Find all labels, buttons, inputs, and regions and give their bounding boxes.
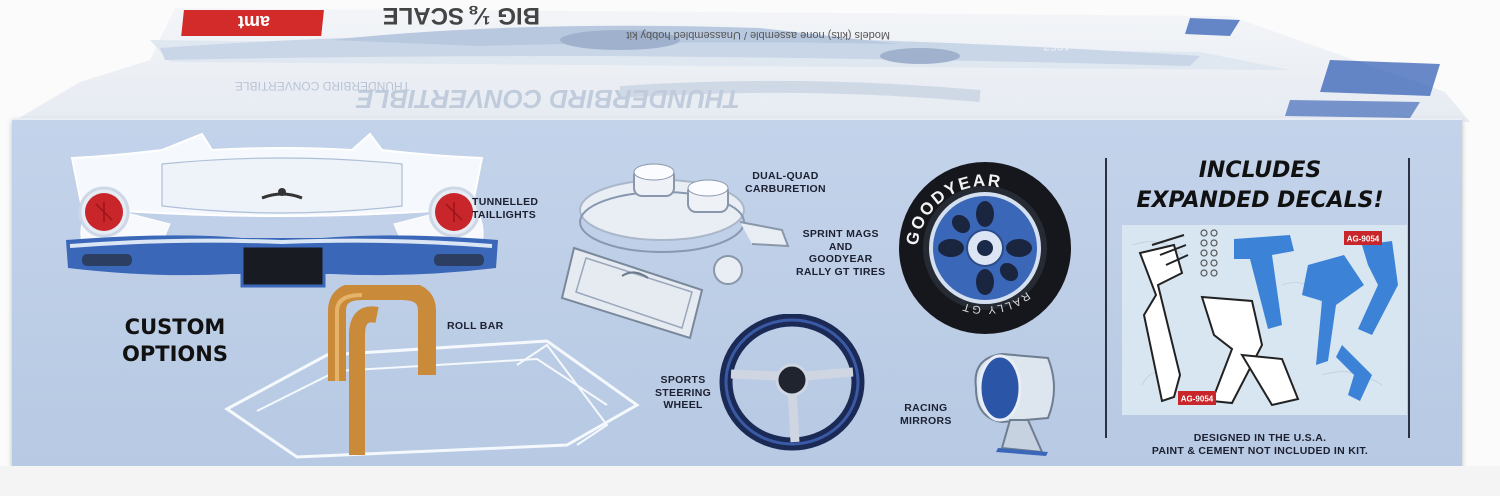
decal-stripe-blue-1 bbox=[1234, 235, 1294, 329]
racing-mirrors-label: RACING MIRRORS bbox=[900, 402, 952, 427]
box-side-panel: TUNNELLED TAILLIGHTS CUSTOM OPTIONS ROLL… bbox=[12, 118, 1462, 470]
decal-plate-bottom-text: AG-9054 bbox=[1181, 395, 1214, 404]
decal-stripe-white-2 bbox=[1200, 295, 1264, 405]
carburetor-illustration bbox=[560, 163, 790, 340]
car-rear-illustration bbox=[66, 132, 498, 288]
custom-options-heading: CUSTOM OPTIONS bbox=[122, 315, 228, 366]
expanded-decals-heading: INCLUDES EXPANDED DECALS! bbox=[1136, 158, 1384, 213]
lid-scale-title: BIG ⅛ SCALE bbox=[383, 2, 540, 29]
decal-plate-bottom bbox=[1178, 391, 1216, 405]
valve-cover-icon bbox=[560, 246, 704, 340]
sprint-mags-label: SPRINT MAGS AND GOODYEAR RALLY GT TIRES bbox=[796, 228, 886, 278]
roll-bar-label: ROLL BAR bbox=[447, 320, 504, 332]
amt-logo: amt bbox=[238, 12, 270, 32]
lid-model-name: THUNDERBIRD CONVERTIBLE bbox=[356, 84, 740, 114]
box-lid: THUNDERBIRD CONVERTIBLE THUNDERBIRD CONV… bbox=[0, 0, 1500, 122]
decal-section-divider-left bbox=[1105, 158, 1107, 438]
tunnelled-taillights-label: TUNNELLED TAILLIGHTS bbox=[472, 196, 539, 221]
kit-footer-note: DESIGNED IN THE U.S.A. PAINT & CEMENT NO… bbox=[1151, 432, 1369, 457]
lid-model-name-small: THUNDERBIRD CONVERTIBLE bbox=[235, 79, 410, 93]
decal-section-divider-right bbox=[1408, 158, 1410, 438]
oil-cap-icon bbox=[713, 255, 743, 285]
lid-year: 1957 bbox=[1043, 39, 1070, 53]
dual-quad-label: DUAL-QUAD CARBURETION bbox=[745, 170, 826, 195]
roll-bar-illustration bbox=[224, 285, 640, 459]
mirror-glass bbox=[978, 354, 1022, 422]
steering-wheel-illustration bbox=[719, 314, 865, 451]
lid-kit-description: Models (kits) none assemble / Unassemble… bbox=[626, 29, 890, 41]
table-surface bbox=[0, 466, 1500, 496]
decal-plate-top bbox=[1344, 231, 1382, 245]
decal-sheet-illustration: AG-9054 AG-9054 bbox=[1122, 225, 1407, 415]
box-lid-artwork: THUNDERBIRD CONVERTIBLE THUNDERBIRD CONV… bbox=[12, 2, 1470, 122]
decal-stripe-blue-2 bbox=[1302, 255, 1364, 365]
goodyear-tire-illustration: GOODYEAR RALLY GT bbox=[899, 162, 1071, 334]
decal-gauges-icon bbox=[1200, 229, 1218, 277]
racing-mirror-illustration bbox=[974, 352, 1055, 456]
sports-steering-wheel-label: SPORTS STEERING WHEEL bbox=[655, 374, 712, 411]
decal-plate-top-text: AG-9054 bbox=[1347, 235, 1380, 244]
license-plate-recess bbox=[240, 244, 326, 288]
